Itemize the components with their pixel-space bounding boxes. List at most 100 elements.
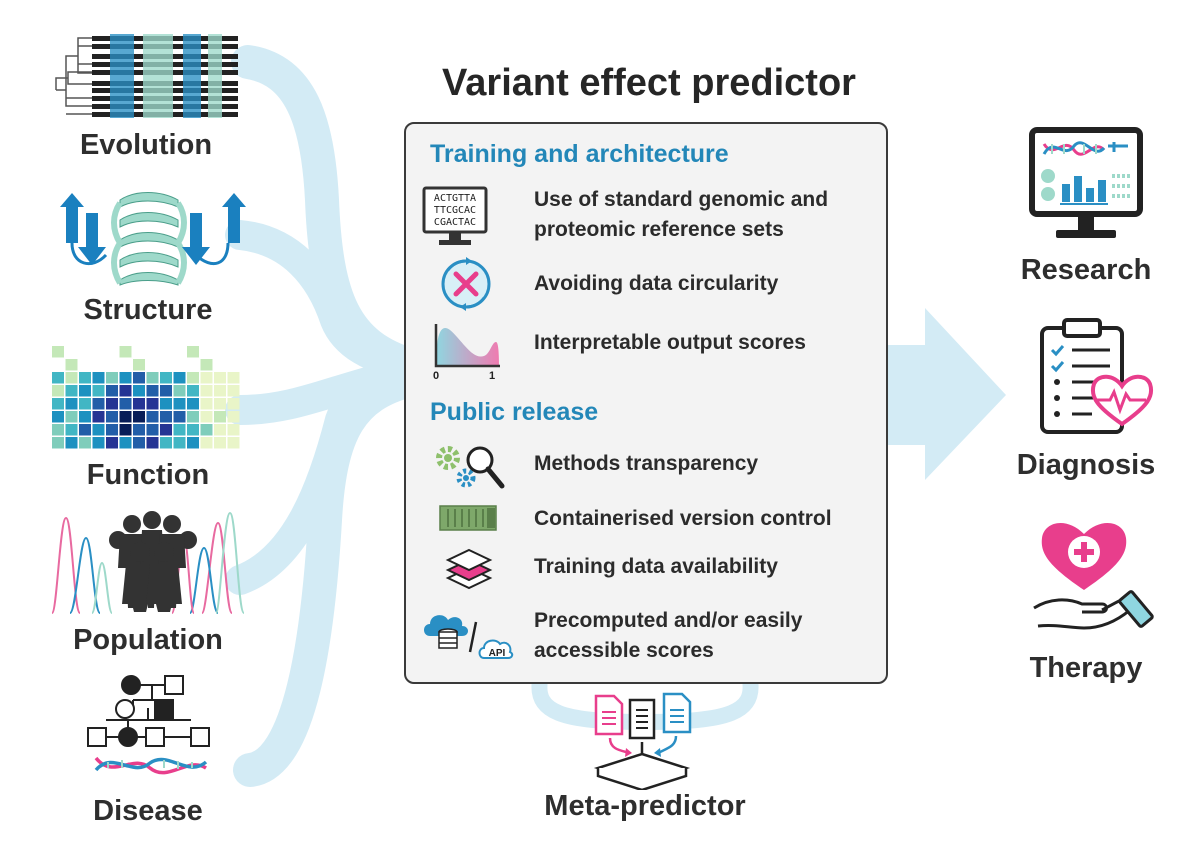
heatmap-cell bbox=[65, 372, 78, 384]
heatmap-cell bbox=[79, 424, 91, 436]
heatmap-cell bbox=[160, 372, 172, 384]
score-distribution-icon: 0 1 bbox=[433, 324, 500, 382]
circularity-cross-icon bbox=[441, 257, 491, 311]
heatmap-cell bbox=[52, 424, 64, 436]
meta-predictor-label: Meta-predictor bbox=[544, 790, 746, 822]
output-label-therapy: Therapy bbox=[1029, 652, 1143, 684]
item-text-line: Containerised version control bbox=[534, 507, 832, 530]
heatmap-cell bbox=[214, 398, 226, 410]
heatmap-cell bbox=[146, 372, 159, 384]
training-item-circularity: Avoiding data circularity bbox=[534, 269, 778, 299]
heatmap-cell bbox=[52, 398, 64, 410]
heatmap-icon bbox=[52, 346, 240, 449]
section-heading-training: Training and architecture bbox=[430, 140, 729, 168]
clipboard-heart-icon bbox=[1040, 318, 1154, 434]
item-text-line: accessible scores bbox=[534, 639, 714, 662]
population-chromatogram-icon bbox=[52, 511, 244, 614]
heatmap-cell bbox=[214, 372, 226, 384]
heatmap-cell bbox=[92, 398, 105, 410]
heatmap-cell bbox=[92, 424, 105, 436]
axis-min-label: 0 bbox=[433, 370, 439, 382]
heatmap-cell bbox=[106, 372, 118, 384]
heatmap-cell bbox=[79, 385, 91, 397]
heatmap-cell bbox=[133, 424, 145, 436]
heatmap-cell bbox=[227, 411, 240, 423]
heatmap-cell bbox=[65, 385, 78, 397]
icon-sequence-line-1: ACTGTTA bbox=[434, 193, 476, 204]
api-label: API bbox=[489, 648, 506, 659]
heatmap-cell bbox=[160, 437, 172, 449]
container-icon bbox=[439, 505, 497, 531]
heatmap-cell bbox=[52, 372, 64, 384]
heatmap-cell bbox=[79, 437, 91, 449]
heatmap-cell bbox=[173, 437, 186, 449]
item-text-line: Interpretable output scores bbox=[534, 331, 806, 354]
heatmap-cell bbox=[160, 424, 172, 436]
input-label-structure: Structure bbox=[83, 294, 213, 326]
heatmap-cell bbox=[133, 411, 145, 423]
protein-structure-icon bbox=[60, 192, 246, 286]
heatmap-cell bbox=[200, 385, 213, 397]
heatmap-cell bbox=[200, 359, 213, 371]
heatmap-cell bbox=[146, 411, 159, 423]
heatmap-cell bbox=[227, 424, 240, 436]
heatmap-cell bbox=[119, 424, 132, 436]
axis-max-label: 1 bbox=[489, 370, 495, 382]
heatmap-cell bbox=[119, 437, 132, 449]
heatmap-cell bbox=[187, 437, 199, 449]
heatmap-cell bbox=[200, 437, 213, 449]
item-text-line: Methods transparency bbox=[534, 452, 759, 475]
heatmap-cell bbox=[227, 398, 240, 410]
heatmap-cell bbox=[173, 411, 186, 423]
heatmap-cell bbox=[92, 411, 105, 423]
heatmap-cell bbox=[119, 372, 132, 384]
heatmap-cell bbox=[133, 398, 145, 410]
input-label-evolution: Evolution bbox=[79, 129, 213, 161]
gears-magnifier-icon bbox=[436, 446, 505, 489]
heatmap-cell bbox=[146, 437, 159, 449]
heatmap-cell bbox=[65, 359, 78, 371]
heatmap-cell bbox=[52, 346, 64, 358]
section-heading-release: Public release bbox=[430, 398, 599, 426]
heatmap-cell bbox=[106, 411, 118, 423]
page-title: Variant effect predictor bbox=[442, 62, 856, 104]
release-item-container: Containerised version control bbox=[534, 504, 832, 534]
heatmap-cell bbox=[200, 372, 213, 384]
heatmap-cell bbox=[119, 398, 132, 410]
icon-sequence-line-2: TTCGCAC bbox=[434, 205, 476, 216]
heatmap-cell bbox=[187, 411, 199, 423]
heatmap-cell bbox=[79, 398, 91, 410]
heatmap-cell bbox=[146, 398, 159, 410]
heatmap-cell bbox=[214, 437, 226, 449]
heatmap-cell bbox=[146, 385, 159, 397]
pedigree-dna-icon bbox=[87, 675, 210, 775]
heatmap-cell bbox=[187, 424, 199, 436]
input-label-function: Function bbox=[86, 459, 210, 491]
heatmap-cell bbox=[106, 385, 118, 397]
item-text-line: proteomic reference sets bbox=[534, 218, 784, 241]
release-item-precomputed-scores: Precomputed and/or easily accessible sco… bbox=[534, 606, 802, 666]
heatmap-cell bbox=[133, 437, 145, 449]
heatmap-cell bbox=[146, 424, 159, 436]
heatmap-cell bbox=[187, 385, 199, 397]
heatmap-cell bbox=[106, 437, 118, 449]
heatmap-cell bbox=[173, 424, 186, 436]
heatmap-cell bbox=[173, 385, 186, 397]
heatmap-cell bbox=[227, 385, 240, 397]
input-label-disease: Disease bbox=[93, 795, 203, 827]
heatmap-cell bbox=[227, 437, 240, 449]
training-item-reference-sets: Use of standard genomic and proteomic re… bbox=[534, 185, 828, 245]
item-text-line: Training data availability bbox=[534, 555, 778, 578]
input-label-population: Population bbox=[73, 624, 223, 656]
heatmap-cell bbox=[133, 359, 145, 371]
heatmap-cell bbox=[214, 424, 226, 436]
phylogeny-alignment-icon bbox=[55, 34, 238, 118]
heatmap-cell bbox=[119, 385, 132, 397]
variant-effect-predictor-card: Training and architecture ACTGTTA TTCGCA… bbox=[404, 122, 888, 684]
icon-sequence-line-3: CGACTAC bbox=[434, 217, 476, 228]
heatmap-cell bbox=[200, 398, 213, 410]
heatmap-cell bbox=[79, 372, 91, 384]
reference-sequence-monitor-icon: ACTGTTA TTCGCAC CGACTAC bbox=[422, 186, 488, 245]
item-text-line: Avoiding data circularity bbox=[534, 272, 779, 295]
heatmap-cell bbox=[187, 398, 199, 410]
